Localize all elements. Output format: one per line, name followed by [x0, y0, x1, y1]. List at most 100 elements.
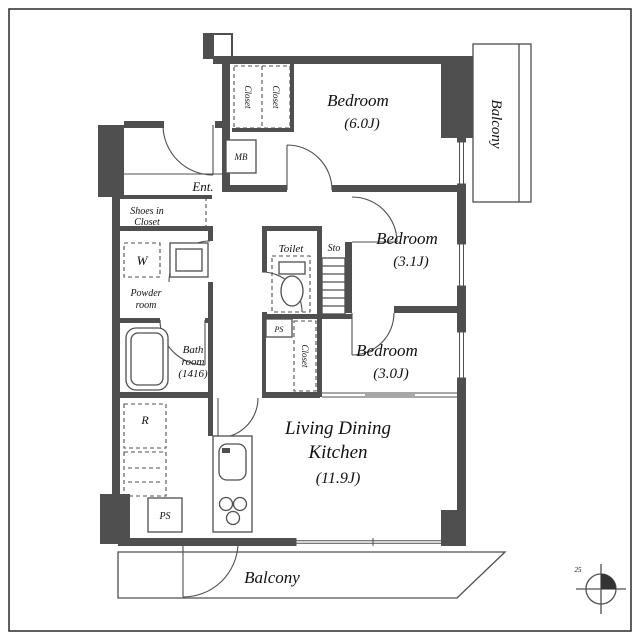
window-ldk-balcony — [295, 538, 451, 546]
window-bedroom3 — [457, 331, 466, 379]
bedroom1-size: (6.0J) — [344, 116, 379, 132]
balcony-right-outline — [472, 43, 532, 203]
wall-segment — [290, 64, 294, 128]
ldk-label-line1: Living Dining — [284, 418, 391, 439]
bedroom2-size: (3.1J) — [393, 254, 428, 270]
toilet-area-box — [271, 255, 311, 313]
meter-box-label: MB — [234, 152, 248, 162]
wall-segment — [112, 197, 120, 497]
powder-room-label-line2: room — [136, 300, 157, 311]
pipe-space-1-label: PS — [274, 325, 284, 334]
wall-segment — [262, 319, 266, 396]
wall-segment — [118, 318, 160, 323]
wall-segment — [345, 306, 352, 313]
bedroom2-label: Bedroom — [376, 229, 438, 248]
wall-segment — [124, 121, 164, 128]
closet-top-1-label: Closet — [243, 85, 253, 109]
pipe-space-2-box — [147, 497, 183, 533]
closet-top-2-label: Closet — [271, 85, 281, 109]
washing-machine-label: W — [137, 253, 149, 268]
kitchen-sink-icon — [218, 443, 247, 481]
refrigerator-box — [123, 403, 167, 449]
bedroom3-label: Bedroom — [356, 341, 418, 360]
wall-segment — [441, 64, 473, 138]
storage-shelves — [321, 257, 346, 315]
wall-segment — [457, 138, 466, 142]
kitchen-counter — [212, 435, 253, 533]
wall-segment — [317, 313, 322, 397]
north-compass-icon — [576, 564, 626, 614]
bedroom3-size: (3.0J) — [373, 366, 408, 382]
wall-segment — [222, 185, 287, 192]
bathroom-size: (1416) — [178, 368, 208, 380]
bedroom1-label: Bedroom — [327, 91, 389, 110]
stove-burners-icon — [218, 496, 248, 526]
wall-segment — [262, 226, 267, 272]
ldk-door-arc — [217, 397, 259, 439]
wall-segment — [262, 392, 320, 398]
wall-segment — [222, 60, 230, 128]
ldk-label-line2: Kitchen — [307, 442, 367, 463]
sliding-partition-ldk-bedroom3 — [322, 392, 457, 398]
powder-room-label-line1: Powder — [129, 288, 161, 299]
window-bedroom2 — [457, 243, 466, 287]
balcony-bottom-outline — [117, 551, 507, 599]
shoes-closet-label-line1: Shoes in — [130, 206, 164, 217]
pantry-shelves — [128, 467, 162, 483]
wall-segment — [112, 392, 213, 398]
entrance-door-arc — [162, 124, 214, 176]
pipe-space-2-label: PS — [158, 511, 170, 522]
wall-segment — [208, 398, 213, 436]
compass-note: 25 — [575, 566, 583, 574]
closet-bedroom3-label: Closet — [300, 344, 310, 368]
wall-segment — [317, 226, 322, 319]
refrigerator-label: R — [140, 413, 149, 427]
balconies — [117, 43, 532, 599]
wall-segment — [232, 128, 294, 132]
bedroom2-door-arc — [351, 196, 398, 243]
bedroom1-door-arc — [286, 144, 333, 191]
toilet-label: Toilet — [279, 243, 305, 255]
wall-segment — [457, 378, 466, 546]
wall-segment — [118, 538, 296, 546]
wall-segment — [457, 184, 466, 244]
bathtub-icon — [125, 327, 169, 391]
bathroom-label-line1: Bath — [183, 344, 204, 356]
wall-segment — [262, 314, 352, 319]
wall-segment — [213, 56, 473, 64]
wall-segment — [208, 318, 213, 396]
wall-segment — [332, 185, 466, 192]
bathroom-label-line2: room — [182, 356, 205, 368]
balcony-door-arc — [182, 544, 239, 598]
toilet-icon — [278, 261, 306, 307]
vanity-sink — [175, 248, 203, 272]
washing-machine-box — [123, 242, 161, 278]
bedroom3-door-arc — [351, 312, 395, 356]
wall-segment — [208, 282, 213, 322]
wall-segment — [262, 226, 322, 231]
wall-segment — [394, 306, 466, 313]
labels: Bedroom (6.0J) Balcony Bedroom (3.1J) Be… — [129, 85, 582, 587]
wall-segment — [98, 125, 124, 197]
fixtures — [125, 139, 626, 614]
wall-segment — [345, 242, 352, 306]
outer-frame — [8, 8, 632, 632]
wall-segment — [208, 226, 213, 241]
pipe-space-1-box — [265, 318, 293, 338]
entrance-label: Ent. — [191, 179, 213, 194]
balcony-bottom-label: Balcony — [244, 568, 300, 587]
closets — [123, 65, 317, 497]
wall-segment — [204, 34, 214, 58]
wall-segment — [450, 538, 466, 546]
closet-bedroom3-box — [293, 320, 317, 392]
window-bedroom1-balcony — [457, 141, 466, 185]
wall-segment — [118, 226, 213, 231]
pantry-box — [123, 451, 167, 497]
balcony-right-label: Balcony — [488, 99, 504, 148]
wall-segment — [100, 494, 130, 544]
storage-label: Sto — [328, 243, 341, 254]
wall-segment — [118, 195, 212, 199]
ldk-size: (11.9J) — [316, 470, 361, 487]
